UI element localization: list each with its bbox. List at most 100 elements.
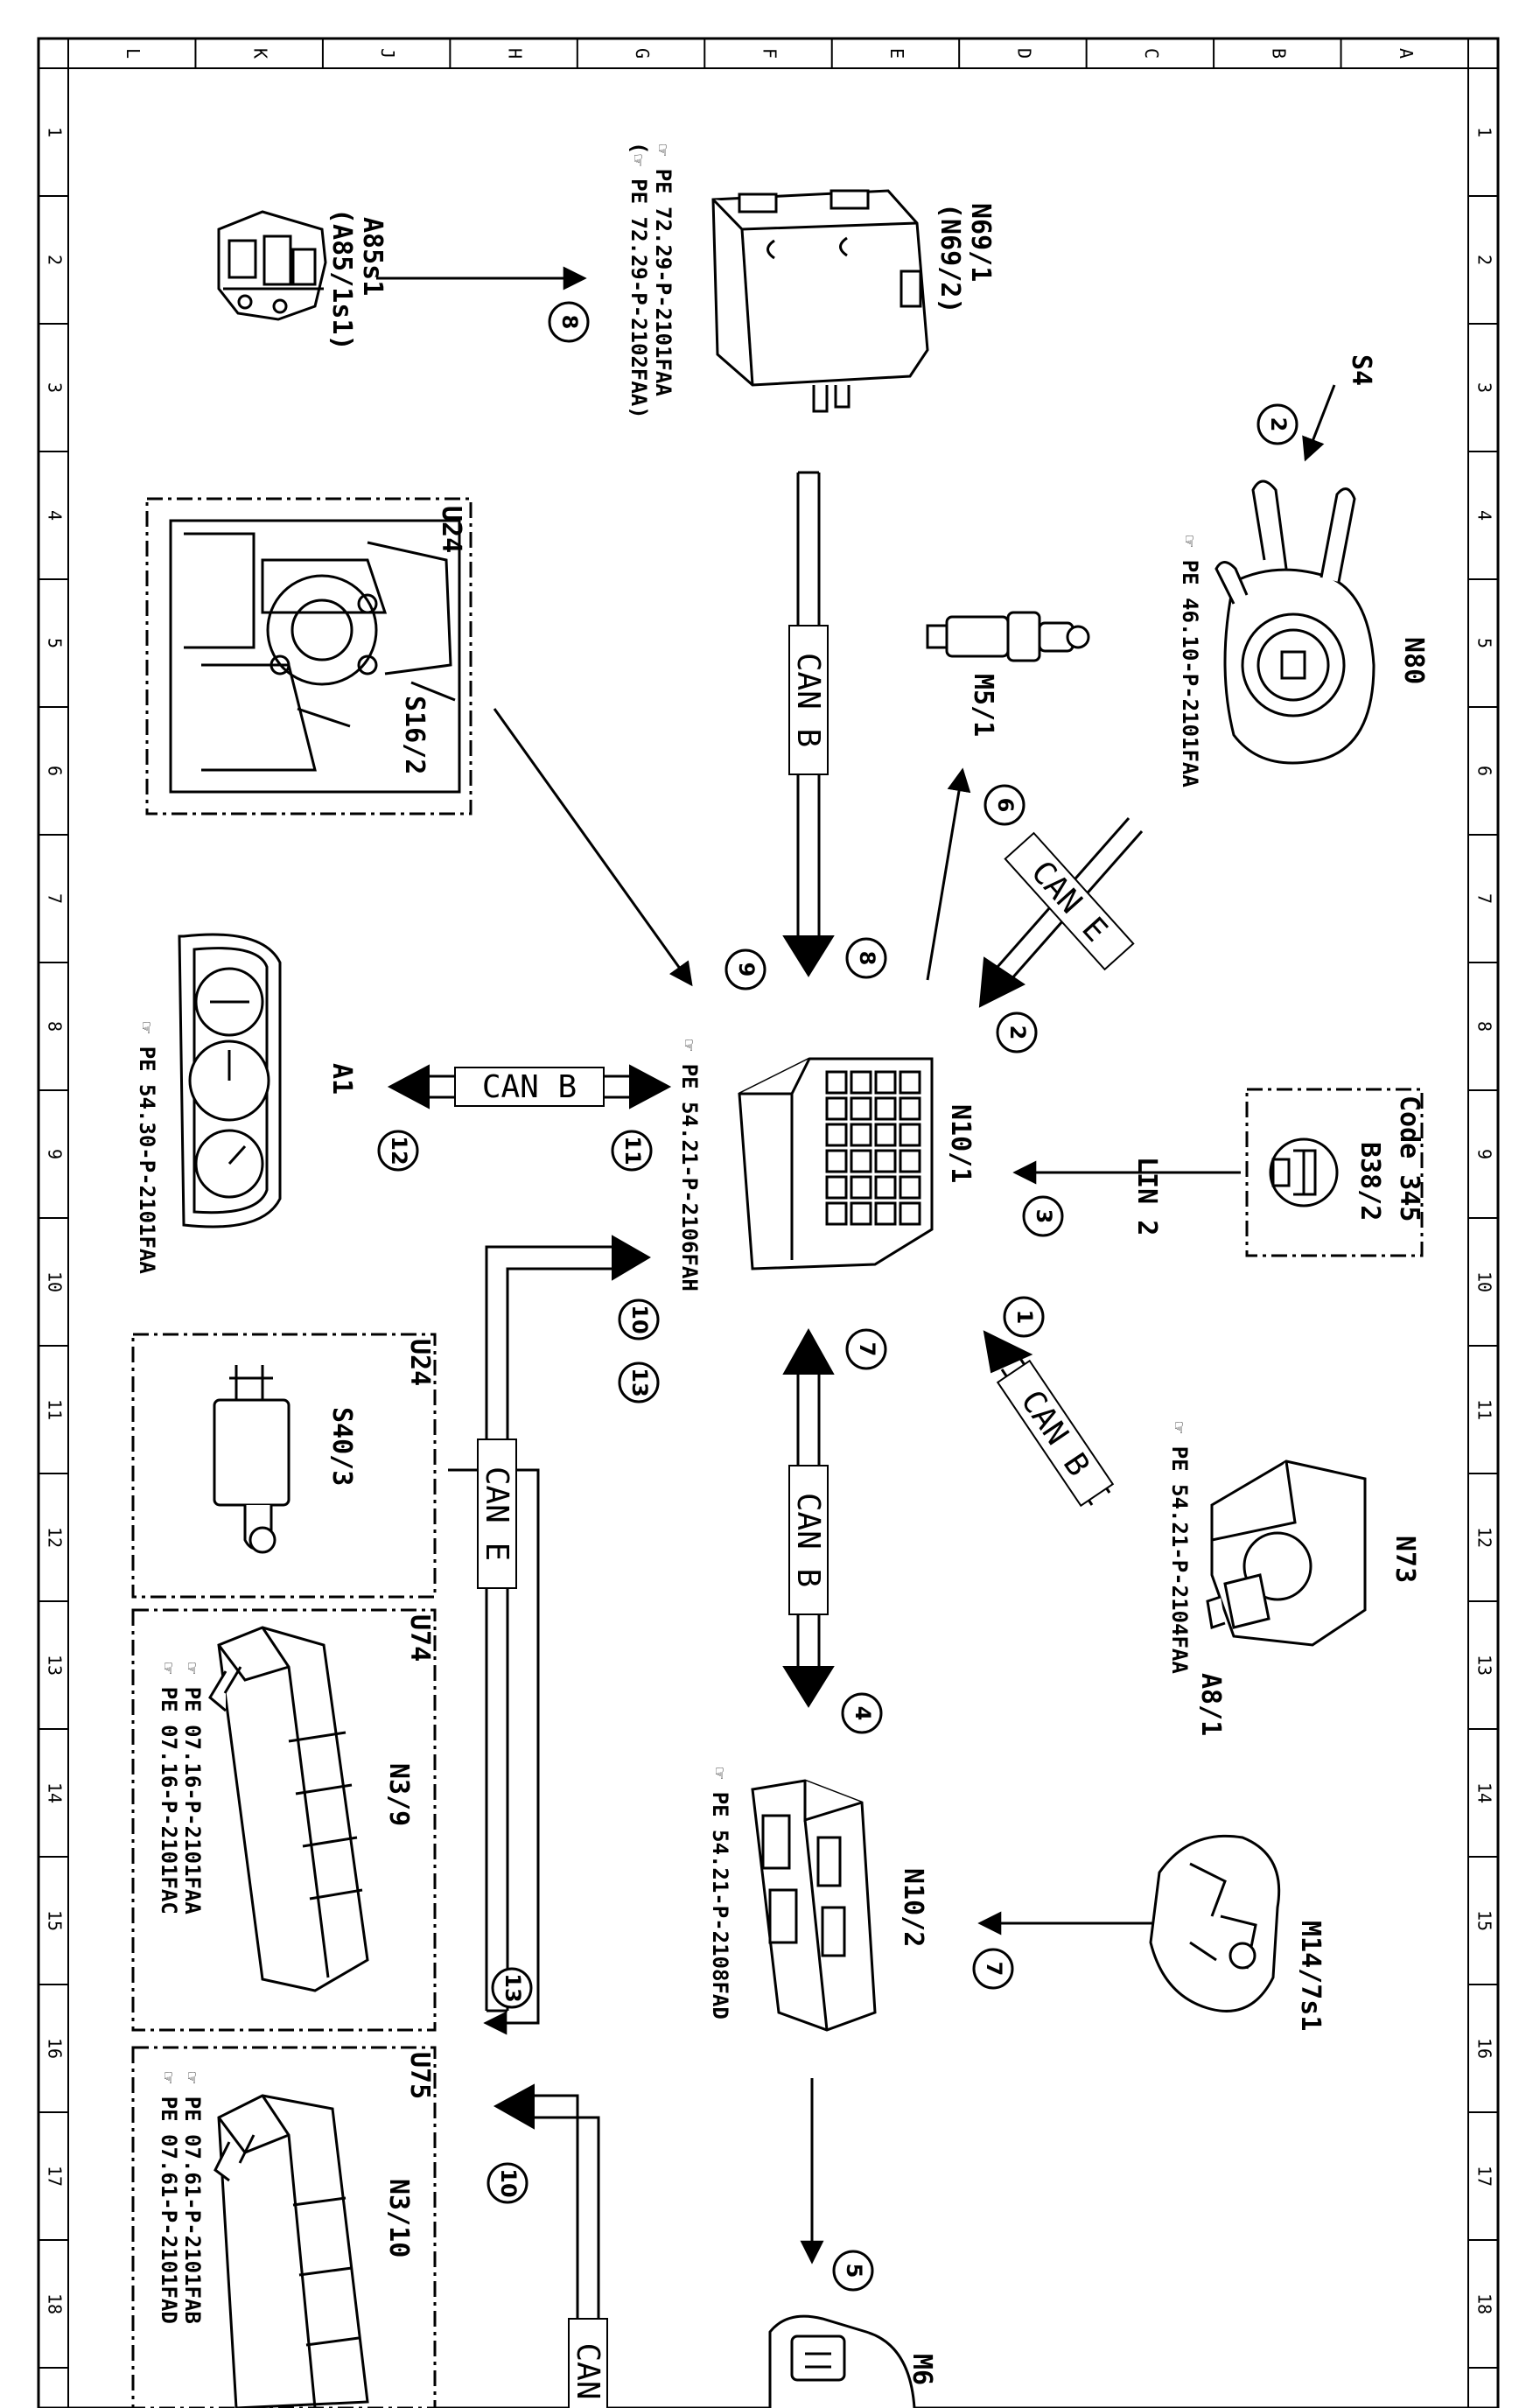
can-b-label-n10-2: CAN B [790,1493,826,1587]
fuse-slot [825,1149,848,1173]
row-label: 16 [45,2038,66,2059]
document-reference-icon: ☞ [1167,1422,1189,1434]
row-label: 11 [1474,1399,1495,1420]
can-e-label-n80: CAN E [1024,854,1114,948]
n10-2-module-drawing [751,1779,877,2032]
column-label: H [505,48,526,59]
n80-label: N80 [1398,637,1429,685]
fuse-slot [825,1070,848,1095]
callout-number: 5 [842,2264,866,2278]
column-label: C [1141,48,1162,59]
u75-label: U75 [404,2052,435,2100]
n10-1-ref: ☞ PE 54.21-P-2106FAH [677,1040,702,1292]
row-label: 1 [1474,127,1495,137]
callout-8: 8 [548,301,590,343]
s4-label: S4 [1346,354,1376,387]
row-label: 14 [45,1782,66,1803]
column-label: K [250,48,271,59]
document-reference-icon: ☞ [708,1768,730,1780]
u24-top-label: U24 [436,506,466,554]
row-label: 8 [45,1021,66,1032]
a85s1-label: A85s1 [357,217,388,297]
row-label: 9 [1474,1149,1495,1159]
fuse-slot [850,1096,872,1121]
a1-cluster-drawing [178,933,282,1228]
row-label: 13 [1474,1655,1495,1676]
callout-number: 1 [1012,1310,1037,1325]
fuse-slot [825,1201,848,1226]
u74-ref-1: ☞ PE 07.16-P-2101FAA [180,1662,205,1914]
document-reference-icon: ☞ [135,1022,157,1034]
document-reference-icon: ☞ [626,154,648,166]
row-label: 15 [45,1910,66,1931]
row-label: 4 [45,510,66,521]
fuse-slot [874,1096,897,1121]
bus-arrowheads [387,935,1033,2130]
document-reference-icon: ☞ [677,1040,699,1052]
u75-ref-1: ☞ PE 07.61-P-2101FAB [180,2072,205,2324]
document-reference-icon: ☞ [180,1662,202,1675]
can-b-label-a1: CAN B [482,1069,577,1105]
document-reference-icon: ☞ [180,2072,202,2084]
document-reference-icon: ☞ [157,1662,178,1675]
column-label: J [377,48,398,59]
column-label: A [1396,48,1417,59]
callout-5: 5 [832,2250,874,2292]
n10-1-module-drawing [738,1057,934,1270]
n3-9-ecu-drawing [208,1626,369,1992]
n80-ref: ☞ PE 46.10-P-2101FAA [1178,536,1202,788]
fuse-slot [899,1201,921,1226]
callout-number: 12 [387,1136,411,1165]
a85s1-alt-label: (A85/1s1) [326,208,357,351]
row-label: 9 [45,1149,66,1159]
callout-number: 8 [855,951,879,966]
callout-number: 2 [1005,1026,1030,1040]
row-label: 12 [45,1527,66,1548]
fuse-slot [825,1096,848,1121]
fuse-slot [874,1070,897,1095]
s40-3-switch-drawing [213,1365,290,1554]
row-label: 12 [1474,1527,1495,1548]
callout-4: 4 [841,1692,883,1734]
m14-7s1-switch-drawing [1149,1834,1281,2012]
n69-ref-1: ☞ PE 72.29-P-2101FAA [651,144,676,396]
fuse-slot [825,1123,848,1147]
n3-9-label: N3/9 [383,1763,414,1827]
fuse-slot [850,1149,872,1173]
callout-number: 8 [557,315,582,330]
row-label: 8 [1474,1021,1495,1032]
u75-ref-2: ☞ PE 07.61-P-2101FAD [157,2072,181,2324]
fuse-slot [899,1175,921,1200]
callout-number: 11 [620,1136,645,1165]
u24-photo-drawing [169,519,461,794]
s16-2-label: S16/2 [399,696,430,775]
n73-ref: ☞ PE 54.21-P-2104FAA [1167,1422,1192,1674]
row-label: 15 [1474,1910,1495,1931]
fuse-slot [850,1201,872,1226]
callout-13: 13 [618,1362,660,1404]
callout-6: 6 [984,784,1026,826]
row-label: 5 [45,638,66,648]
callout-10: 10 [486,2162,528,2204]
callout-12: 12 [377,1130,419,1172]
n10-1-label: N10/1 [945,1104,976,1184]
row-label: 2 [1474,255,1495,265]
callout-11: 11 [611,1130,653,1172]
callout-8: 8 [845,937,887,979]
callout-number: 13 [627,1368,652,1396]
callout-3: 3 [1022,1195,1064,1237]
bus-trunks [429,471,1144,2408]
fuse-slot [874,1201,897,1226]
callout-number: 6 [993,798,1018,813]
n3-10-label: N3/10 [383,2179,414,2258]
row-label: 17 [45,2166,66,2187]
row-label: 1 [45,127,66,137]
row-label: 10 [45,1271,66,1292]
fuse-slot [850,1070,872,1095]
callout-number: 7 [855,1342,879,1357]
u74-ref-2: ☞ PE 07.16-P-2101FAC [157,1662,181,1914]
n69-alt-label: (N69/2) [934,203,965,314]
callout-1: 1 [1003,1296,1045,1338]
